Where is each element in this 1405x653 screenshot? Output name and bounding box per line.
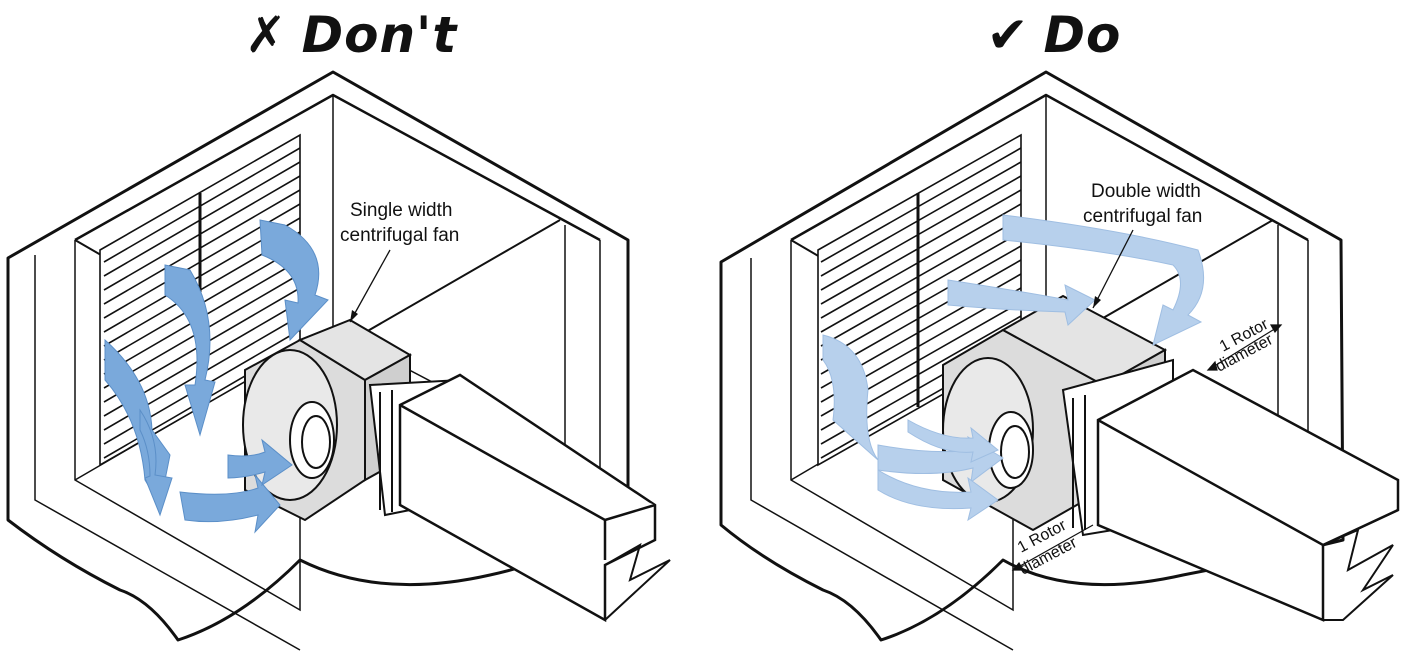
dont-panel: ✗Don't bbox=[0, 0, 702, 653]
dimension-bottom bbox=[1011, 524, 1094, 571]
do-panel: ✔Do bbox=[703, 0, 1405, 653]
fan-label-leader bbox=[349, 249, 391, 323]
dont-heading: ✗Don't bbox=[0, 4, 702, 66]
checkmark-icon: ✔ bbox=[986, 6, 1030, 64]
smooth-airflow-arrows bbox=[822, 214, 1205, 522]
outlet-duct bbox=[398, 373, 671, 623]
dimension-top bbox=[1206, 324, 1283, 371]
fan-label-line1: Double width bbox=[1091, 181, 1201, 202]
fan-label-leader bbox=[1092, 229, 1134, 309]
do-heading: ✔Do bbox=[703, 4, 1405, 66]
outlet-duct bbox=[1096, 368, 1400, 622]
fan-label-line1: Single width bbox=[350, 200, 452, 221]
turbulent-airflow-arrows bbox=[104, 219, 329, 534]
dont-illustration: Single width centrifugal fan bbox=[6, 70, 671, 651]
do-title: Do bbox=[1043, 6, 1122, 64]
do-illustration: Double width centrifugal fan 1 Rotor dia… bbox=[719, 70, 1400, 651]
fan-label-line2: centrifugal fan bbox=[340, 225, 459, 246]
dont-title: Don't bbox=[301, 6, 458, 64]
x-mark-icon: ✗ bbox=[244, 6, 288, 64]
fan-label-line2: centrifugal fan bbox=[1083, 206, 1202, 227]
leader-arrowhead bbox=[350, 310, 358, 322]
